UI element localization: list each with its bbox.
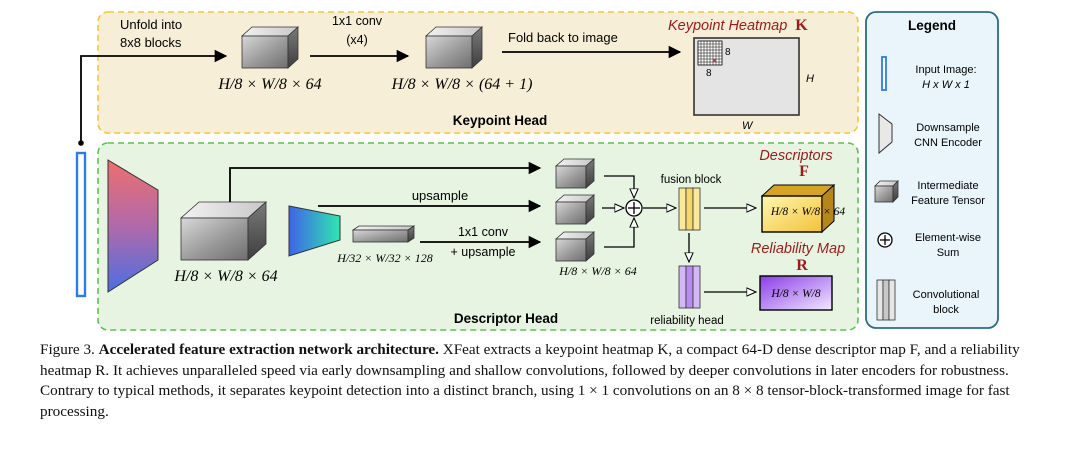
descriptors-title: Descriptors [759,148,832,164]
cnn-encoder-1 [107,159,159,293]
tensor-icon [874,180,899,203]
skip-arrow-top [229,161,542,202]
height-label: H [806,73,814,85]
bottom-to-sum-arrow [604,218,634,248]
figure-caption: Figure 3. Accelerated feature extraction… [40,340,1040,422]
descriptor-head-region [97,142,859,331]
encoder-output-tensor [179,201,268,261]
legend-item-tensor-1: Intermediate [917,180,978,192]
width-label: W [742,120,754,132]
caption-text: XFeat extracts a keypoint heatmap K, a c… [40,341,1020,420]
small-tensor [351,225,416,243]
descriptors-symbol: F [799,163,809,180]
reliability-conv-block [678,265,701,309]
heatmap-title: Keypoint Heatmap K [668,17,808,34]
stack-tensor-middle [554,194,596,225]
block-size-a: 8 [725,47,731,58]
conv-up-label-2: + upsample [451,245,516,259]
stack-tensor-dim: H/8 × W/8 × 64 [558,264,637,278]
legend-item-conv-2: block [933,304,959,316]
reliability-symbol: R [796,257,808,274]
keypoint-tensor-1 [240,26,300,69]
legend-item-input-2: H x W x 1 [922,79,970,91]
heatmap-block-grid [697,40,723,66]
heatmap-symbol: K [795,17,808,34]
legend-title: Legend [908,18,956,33]
fold-label: Fold back to image [508,30,618,45]
conv-block-icon [876,279,896,321]
small-tensor-dim: H/32 × W/32 × 128 [336,251,433,265]
legend-item-sum-1: Element-wise [915,232,981,244]
legend-region [865,11,999,329]
legend-item-conv-1: Convolutional [913,289,980,301]
block-size-b: 8 [706,68,712,79]
fusion-label: fusion block [661,174,722,186]
legend-item-encoder-2: CNN Encoder [914,137,982,149]
fusion-conv-block [678,187,701,231]
input-to-keypoint-arrow [80,49,228,143]
conv-up-label-1: 1x1 conv [458,225,509,239]
keypoint-tensor-2-dim: H/8 × W/8 × (64 + 1) [391,76,533,93]
encoder-output-dim: H/8 × W/8 × 64 [173,268,277,285]
caption-bold-title: Accelerated feature extraction network a… [98,341,439,358]
upsample-label: upsample [412,188,468,203]
legend-item-sum-2: Sum [937,247,960,259]
legend-item-encoder-1: Downsample [916,122,980,134]
reliability-dim: H/8 × W/8 [770,288,821,300]
conv-label-1: 1x1 conv [332,14,383,28]
keypoint-tensor-2 [424,26,484,69]
heatmap-title-text: Keypoint Heatmap [668,18,787,34]
reliability-head-label: reliability head [650,315,724,327]
cnn-encoder-2 [288,205,341,257]
architecture-diagram: Unfold into 8x8 blocks H/8 × W/8 × 64 1x… [75,11,999,331]
input-image-bar [75,151,87,298]
stack-tensor-bottom [554,231,596,262]
legend-item-input-1: Input Image: [915,64,976,76]
encoder-icon [878,112,893,155]
top-to-sum-arrow [604,175,634,198]
conv-label-2: (x4) [346,33,368,47]
reliability-map [759,275,833,311]
descriptor-head-title: Descriptor Head [454,311,558,326]
unfold-label-2: 8x8 blocks [120,35,182,50]
unfold-label-1: Unfold into [120,17,182,32]
input-image-icon [881,56,887,91]
caption-figure-label: Figure 3. [40,341,95,358]
stack-tensor-top [554,158,596,189]
sum-icon [877,232,893,248]
descriptors-dim: H/8 × W/8 × 64 [770,206,846,218]
keypoint-head-title: Keypoint Head [453,113,548,128]
legend-item-tensor-2: Feature Tensor [911,195,985,207]
reliability-title: Reliability Map [751,241,845,257]
descriptors-tensor [760,183,836,234]
keypoint-tensor-1-dim: H/8 × W/8 × 64 [217,76,321,93]
